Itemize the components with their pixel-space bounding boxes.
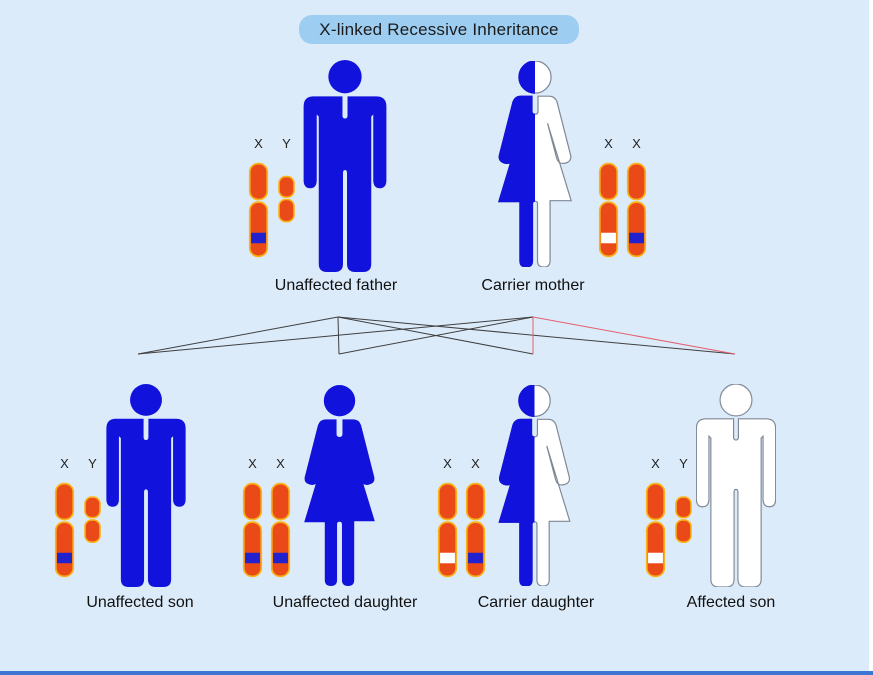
son2-x-chromosome-icon xyxy=(645,482,666,578)
line-mother-son1 xyxy=(137,316,534,355)
son1-x-chromosome-icon xyxy=(54,482,75,578)
line-father-daughter2 xyxy=(337,316,534,355)
line-father-daughter1 xyxy=(337,316,340,355)
father-caption: Unaffected father xyxy=(274,277,398,294)
son2-chrom-y-label: Y xyxy=(679,456,688,471)
daughter1-x2-chromosome-icon xyxy=(270,482,291,578)
diagram-title: X-linked Recessive Inheritance xyxy=(319,19,559,39)
bottom-edge-bar xyxy=(0,671,873,675)
mother-chrom-x2-label: X xyxy=(632,136,641,151)
affected-son-figure xyxy=(696,384,776,587)
father-x-chromosome-icon xyxy=(248,162,269,258)
father-chrom-y-label: Y xyxy=(282,136,291,151)
line-mother-affected-son xyxy=(532,316,736,355)
daughter1-chrom-x1-label: X xyxy=(248,456,257,471)
mother-caption: Carrier mother xyxy=(481,277,585,294)
unaffected-son-figure xyxy=(106,384,186,587)
title-banner: X-linked Recessive Inheritance xyxy=(299,15,579,44)
daughter2-chrom-x2-label: X xyxy=(471,456,480,471)
line-mother-daughter1 xyxy=(338,316,534,355)
son2-y-chromosome-icon xyxy=(675,496,692,543)
father-figure xyxy=(303,60,387,272)
line-father-son1 xyxy=(137,316,339,355)
son1-chrom-x-label: X xyxy=(60,456,69,471)
line-father-son2 xyxy=(337,316,736,355)
daughter2-caption: Carrier daughter xyxy=(477,594,595,611)
mother-chrom-x1-label: X xyxy=(604,136,613,151)
son1-caption: Unaffected son xyxy=(86,594,194,611)
mother-figure xyxy=(498,61,572,267)
father-y-chromosome-icon xyxy=(278,175,295,223)
mother-x2-chromosome-icon xyxy=(626,162,647,258)
right-edge-bar xyxy=(869,0,873,675)
son1-chrom-y-label: Y xyxy=(88,456,97,471)
carrier-daughter-figure xyxy=(498,385,571,586)
son1-y-chromosome-icon xyxy=(84,496,101,543)
daughter1-x1-chromosome-icon xyxy=(242,482,263,578)
father-chrom-x-label: X xyxy=(254,136,263,151)
daughter1-chrom-x2-label: X xyxy=(276,456,285,471)
daughter2-x2-chromosome-icon xyxy=(465,482,486,578)
unaffected-daughter-figure xyxy=(304,385,375,586)
son2-caption: Affected son xyxy=(686,594,776,611)
daughter2-chrom-x1-label: X xyxy=(443,456,452,471)
daughter1-caption: Unaffected daughter xyxy=(272,594,418,611)
mother-x1-chromosome-icon xyxy=(598,162,619,258)
daughter2-x1-chromosome-icon xyxy=(437,482,458,578)
son2-chrom-x-label: X xyxy=(651,456,660,471)
